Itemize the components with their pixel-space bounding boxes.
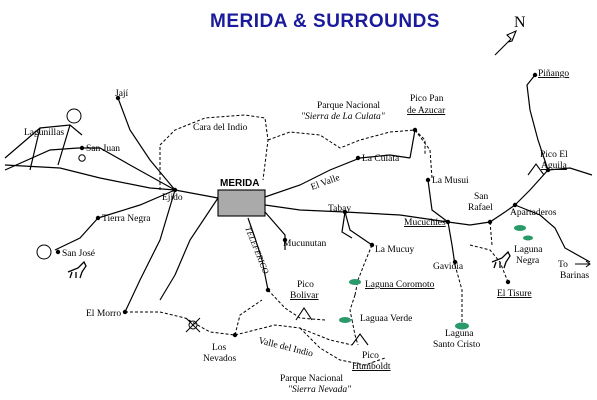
label-laguna-verde: Laguaa Verde: [360, 314, 412, 324]
label-pico-bolivar-2: Bolivar: [290, 291, 319, 301]
label-la-mucuy: La Mucuy: [375, 245, 415, 255]
label-mucuchies: Mucuchíes: [404, 218, 446, 228]
label-pico-pan-2: de Azucar: [407, 106, 446, 116]
label-el-morro: El Morro: [86, 309, 121, 319]
label-los-nevados-2: Nevados: [203, 354, 237, 364]
north-arrow-icon: N: [494, 14, 526, 56]
label-pn-nevada-2: "Sierra Nevada": [288, 385, 352, 395]
horse-icon-2: [491, 250, 511, 269]
lagoons: [339, 225, 533, 330]
laguna-negra-2-marker: [523, 235, 533, 241]
to-barinas-arrow-icon: [575, 260, 591, 268]
label-laguna-negra-1: Laguna: [514, 245, 543, 255]
crossing-icon: [185, 317, 201, 333]
label-san-rafael-1: San: [474, 192, 489, 202]
pico-bolivar-peak-icon: [295, 307, 313, 321]
trails: [125, 114, 509, 366]
place-labels: Jají Lagunillas San Juan Ejido Tierra Ne…: [24, 69, 589, 395]
label-pico-humboldt-1: Pico: [362, 351, 379, 361]
north-label: N: [514, 14, 526, 31]
label-pico-aguila-1: Pico El: [540, 150, 568, 160]
label-san-juan: San Juan: [86, 144, 120, 154]
label-ejido: Ejido: [162, 193, 183, 203]
label-pico-pan-1: Pico Pan: [410, 94, 444, 104]
label-merida: MERIDA: [220, 178, 259, 189]
label-pinango: Piñango: [538, 69, 569, 79]
laguna-verde-marker: [339, 317, 351, 323]
label-tierra-negra: Tierra Negra: [102, 214, 151, 224]
label-gavidia: Gavidia: [433, 262, 464, 272]
label-la-musui: La Musui: [432, 176, 469, 186]
label-los-nevados-1: Los: [212, 343, 227, 353]
label-lagunillas: Lagunillas: [24, 128, 64, 138]
laguna-coromoto-marker: [349, 279, 361, 285]
label-laguna-santo-cristo-2: Santo Cristo: [433, 340, 480, 350]
peaks: [295, 163, 545, 346]
pico-humboldt-peak-icon: [351, 333, 369, 346]
laguna-negra-marker: [514, 225, 526, 231]
label-jaji: Jají: [115, 89, 129, 99]
merida-city-area: [217, 189, 266, 217]
label-valle-del-indio: Valle del Indio: [257, 336, 314, 359]
label-to-barinas-1: To: [558, 260, 568, 270]
horse-icon: [67, 260, 87, 279]
label-el-valle: El Valle: [310, 173, 342, 193]
label-tabay: Tabay: [328, 204, 351, 214]
label-cara-del-indio: Cara del Indio: [193, 123, 248, 133]
label-pico-humboldt-2: Humboldt: [352, 362, 391, 372]
label-pn-nevada-1: Parque Nacional: [280, 374, 343, 384]
label-san-jose: San José: [62, 249, 95, 259]
label-pn-culata-1: Parque Nacional: [317, 101, 380, 111]
map-title: MERIDA & SURROUNDS: [210, 11, 440, 32]
label-laguna-negra-2: Negra: [516, 256, 540, 266]
label-to-barinas-2: Barinas: [560, 271, 589, 281]
label-la-culata: La Culata: [362, 154, 400, 164]
laguna-santo-cristo-marker: [455, 322, 469, 330]
label-teleferico: TELEFERICO: [243, 225, 271, 275]
label-laguna-coromoto: Laguna Coromoto: [365, 280, 435, 290]
pico-aguila-peak-icon: [527, 163, 545, 176]
label-pn-culata-2: "Sierra de La Culata": [301, 112, 386, 122]
label-san-rafael-2: Rafael: [468, 202, 493, 213]
town-markers: [55, 72, 551, 338]
label-pico-bolivar-1: Pico: [297, 280, 314, 290]
roads: [4, 74, 593, 313]
label-apartaderos: Apartaderos: [510, 208, 557, 218]
label-pico-aguila-2: Aguila: [541, 161, 568, 171]
label-laguna-santo-cristo-1: Laguna: [445, 329, 474, 339]
label-el-tisure: El Tisure: [497, 289, 532, 299]
viewpoint-icons: [36, 108, 86, 260]
label-mucunutan: Mucunutan: [283, 239, 327, 249]
